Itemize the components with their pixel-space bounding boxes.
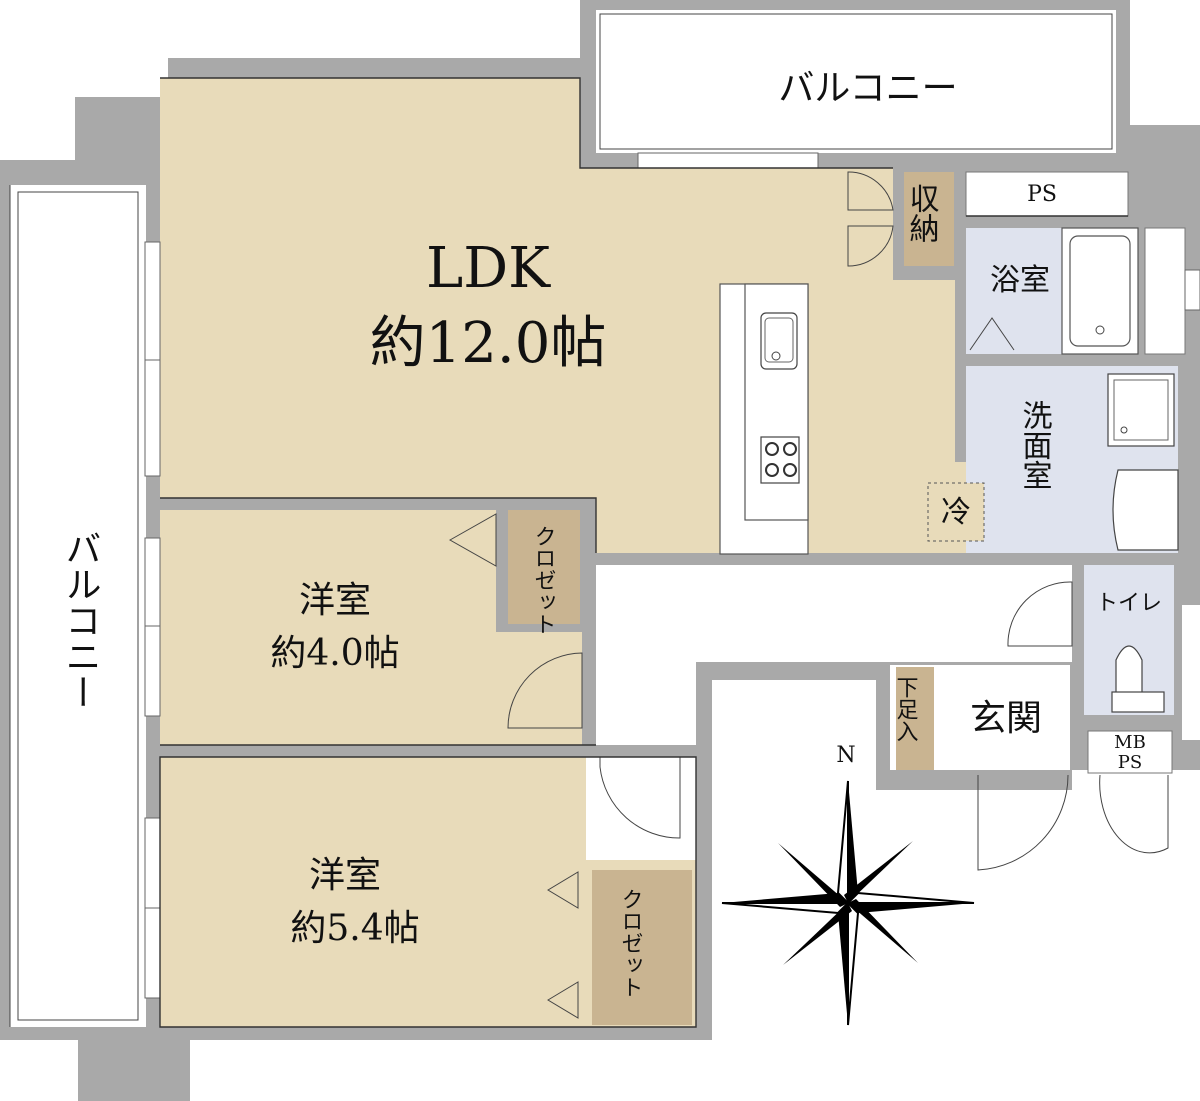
- compass-north-label: N: [836, 743, 855, 768]
- washroom-label: 洗面室: [1017, 400, 1052, 490]
- top-balcony: バルコニー: [596, 10, 1116, 153]
- western-room-2: クロゼット 洋室 約5.4帖: [160, 757, 696, 1027]
- washroom: 洗面室 冷: [927, 366, 1179, 553]
- bath-label: 浴室: [990, 263, 1050, 298]
- western-room-1-size: 約4.0帖: [270, 633, 399, 674]
- sink-icon: [760, 312, 798, 370]
- western-room-1-label: 洋室: [299, 580, 371, 621]
- fridge-space: 冷: [927, 482, 985, 542]
- ldk-size: 約12.0帖: [370, 311, 607, 376]
- top-balcony-label: バルコニー: [778, 68, 957, 109]
- entrance-label: 玄関: [970, 698, 1042, 739]
- left-balcony-label: バルコニー: [60, 530, 101, 710]
- ps-label: PS: [1027, 182, 1057, 207]
- mbps-room: MB PS: [1087, 730, 1173, 854]
- fridge-label: 冷: [941, 495, 971, 530]
- room-outlines: [159, 77, 1128, 1028]
- stove-icon: [760, 436, 800, 484]
- bathroom: 浴室: [966, 227, 1186, 355]
- storage-label: 収納: [904, 183, 940, 243]
- storage-closet: 収納: [847, 171, 954, 267]
- mbps-label-1: MB: [1114, 732, 1146, 753]
- western-room-1: クロゼット 洋室 約4.0帖: [160, 510, 583, 745]
- kitchen-counter: [719, 283, 809, 555]
- compass-rose-icon: [721, 780, 975, 1026]
- toilet-label: トイレ: [1096, 591, 1162, 616]
- closet-small-label: クロゼット: [531, 525, 556, 635]
- ldk-label: LDK: [426, 236, 551, 301]
- left-balcony: バルコニー: [9, 185, 146, 1027]
- closet-large-label: クロゼット: [618, 888, 643, 998]
- shoe-box-label: 下足入: [893, 676, 919, 742]
- compass: N: [721, 743, 975, 1026]
- windows: [144, 152, 1200, 999]
- ps-room: PS: [965, 171, 1129, 217]
- western-room-2-label: 洋室: [309, 855, 381, 896]
- toilet-room: トイレ: [1084, 565, 1174, 715]
- mbps-label-2: PS: [1118, 752, 1142, 773]
- entrance: 下足入 玄関: [890, 665, 1070, 871]
- western-room-2-size: 約5.4帖: [290, 908, 419, 949]
- hallway: [596, 565, 1073, 745]
